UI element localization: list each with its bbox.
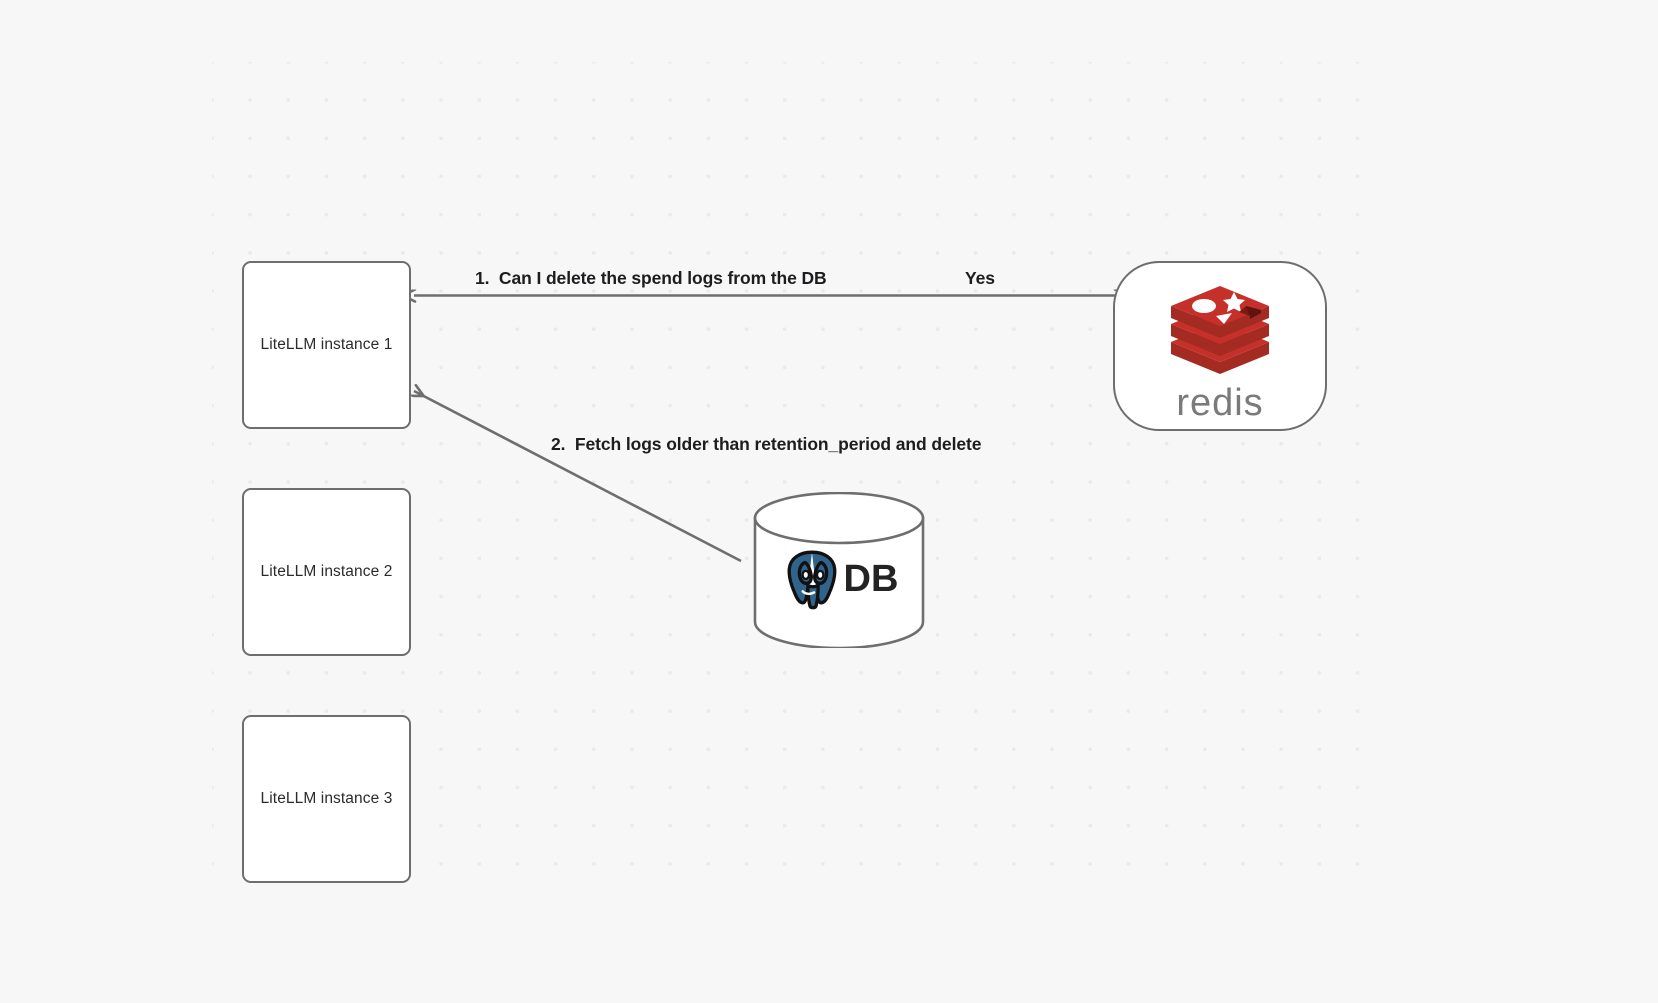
db-label: DB [843, 558, 899, 600]
edge-label-delete-spend-logs: 1. Can I delete the spend logs from the … [475, 268, 827, 288]
redis-logo-icon [1171, 286, 1269, 374]
edge-label-yes: Yes [965, 268, 995, 288]
node-litellm-instance-3-label: LiteLLM instance 3 [260, 790, 393, 807]
node-postgres-db[interactable]: DB [753, 491, 925, 650]
postgresql-elephant-icon [787, 550, 836, 610]
node-litellm-instance-3[interactable]: LiteLLM instance 3 [242, 715, 411, 883]
node-redis[interactable]: redis [1113, 261, 1327, 431]
node-litellm-instance-2[interactable]: LiteLLM instance 2 [242, 488, 411, 656]
redis-wordmark: redis [1176, 382, 1264, 424]
node-litellm-instance-2-label: LiteLLM instance 2 [260, 563, 393, 580]
node-litellm-instance-1-label: LiteLLM instance 1 [260, 336, 393, 353]
node-litellm-instance-1[interactable]: LiteLLM instance 1 [242, 261, 411, 429]
edge-label-fetch-logs-retention: 2. Fetch logs older than retention_perio… [551, 434, 982, 454]
connector-db-litellm1 [414, 391, 742, 563]
db-cylinder-shape [753, 491, 925, 650]
